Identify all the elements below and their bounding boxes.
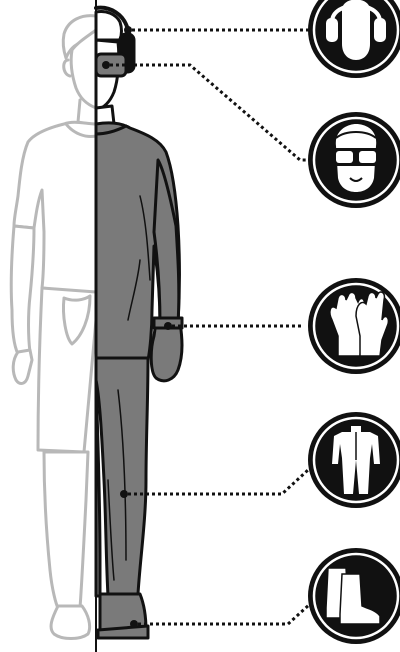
- badge-ear-protection: [308, 0, 400, 78]
- unprotected-worker-half: [11, 16, 96, 639]
- gloves-icon: [330, 292, 388, 356]
- leader-boots: [138, 604, 310, 624]
- ear-left: [64, 60, 70, 76]
- shoe-left: [51, 606, 90, 639]
- anchor-wrist: [164, 322, 172, 330]
- goggles-face-icon: [332, 124, 380, 192]
- arm-left: [11, 226, 34, 354]
- coverall-legs: [96, 358, 148, 596]
- badge-hand-protection: [308, 278, 400, 374]
- anchor-eye: [102, 61, 110, 69]
- badge-foot-protection: [308, 548, 400, 644]
- badge-body-protection: [308, 412, 400, 508]
- leader-coverall: [128, 470, 308, 494]
- glove: [151, 322, 182, 381]
- badge-eye-protection: [308, 112, 400, 208]
- leg-left: [44, 452, 88, 608]
- hand-left: [13, 350, 32, 383]
- anchor-ankle: [130, 620, 138, 628]
- anchor-leg: [120, 490, 128, 498]
- anchor-ear: [124, 26, 132, 34]
